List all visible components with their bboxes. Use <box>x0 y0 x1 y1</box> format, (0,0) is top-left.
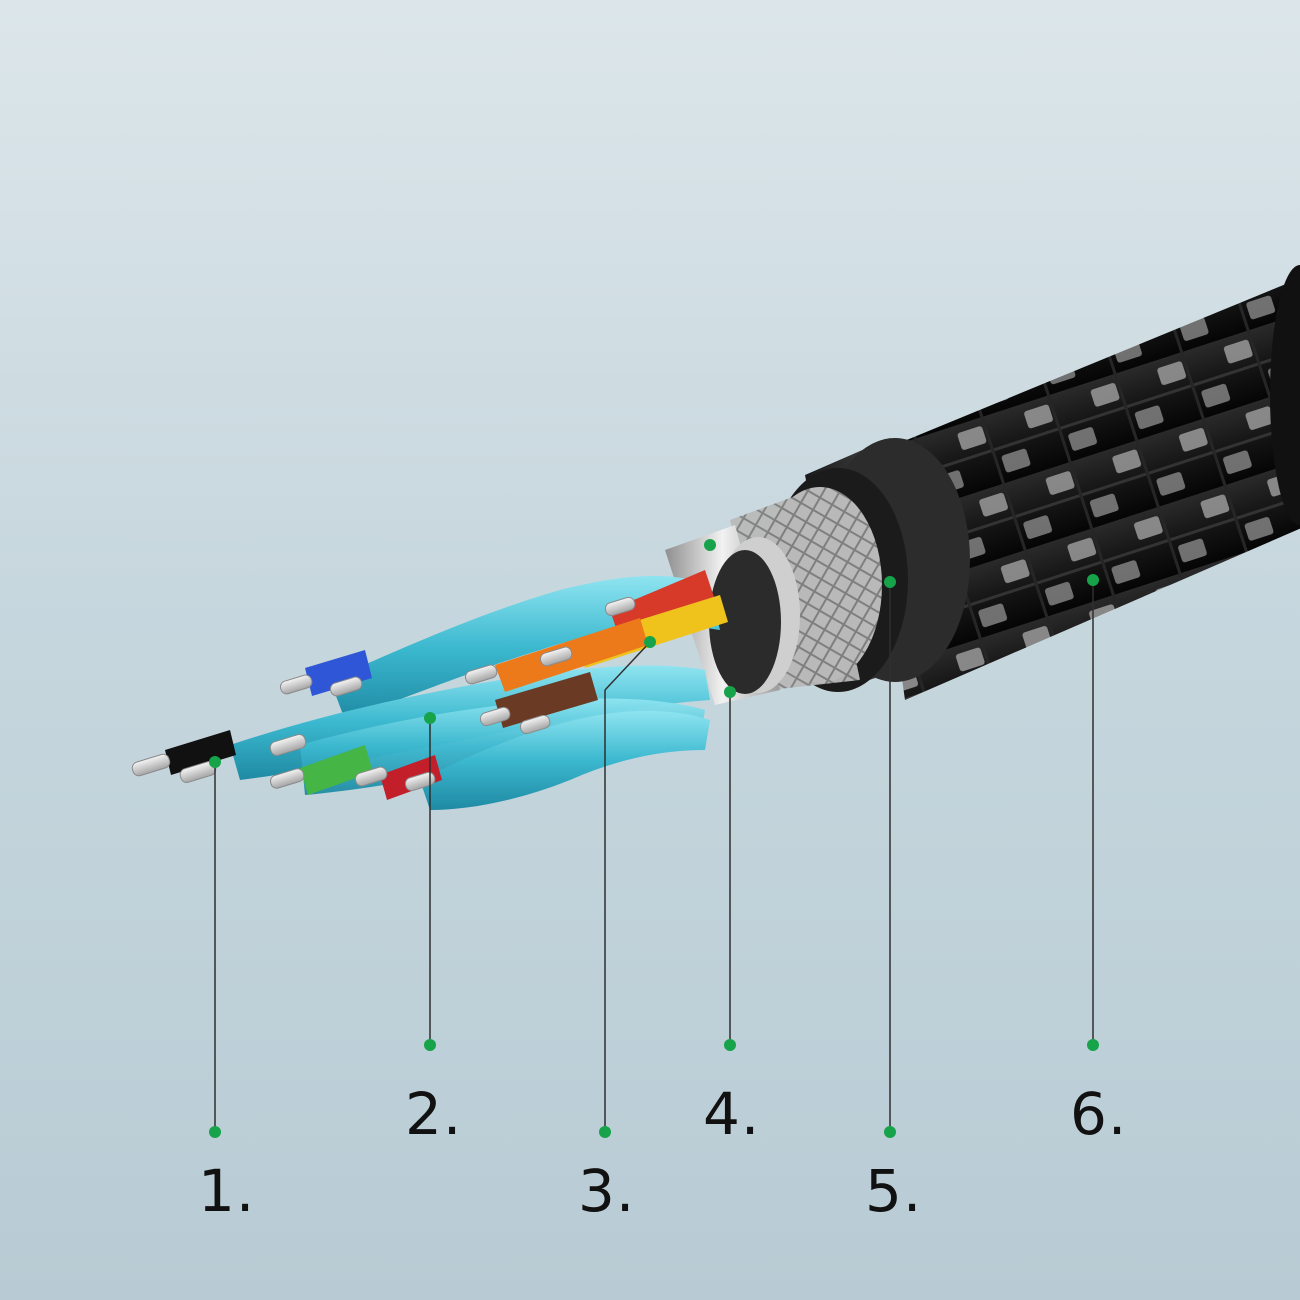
callout-dot-6-top <box>1087 574 1099 586</box>
callout-dot-1-top <box>209 756 221 768</box>
callout-label-1: 1. <box>198 1157 256 1225</box>
callout-dot-5-bottom <box>884 1126 896 1138</box>
callout-label-3: 3. <box>578 1157 636 1225</box>
callout-dot-1-bottom <box>209 1126 221 1138</box>
callout-dot-6-bottom <box>1087 1039 1099 1051</box>
callout-label-4: 4. <box>703 1080 761 1148</box>
braided-jacket <box>870 265 1300 700</box>
wire-tips <box>131 596 636 792</box>
callout-label-6: 6. <box>1070 1080 1128 1148</box>
callout-dot-2-bottom <box>424 1039 436 1051</box>
callout-dot-3-bottom <box>599 1126 611 1138</box>
callout-label-2: 2. <box>405 1080 463 1148</box>
callout-dot-2-top <box>424 712 436 724</box>
callout-dot-4-top <box>724 686 736 698</box>
leader-lines <box>214 580 1094 1132</box>
callout-dot-3-top <box>644 636 656 648</box>
callout-dot-4-bottom <box>724 1039 736 1051</box>
callout-label-5: 5. <box>865 1157 923 1225</box>
callout-dot-foil <box>704 539 716 551</box>
callout-dot-5-top <box>884 576 896 588</box>
callout-dots <box>209 539 1099 1138</box>
